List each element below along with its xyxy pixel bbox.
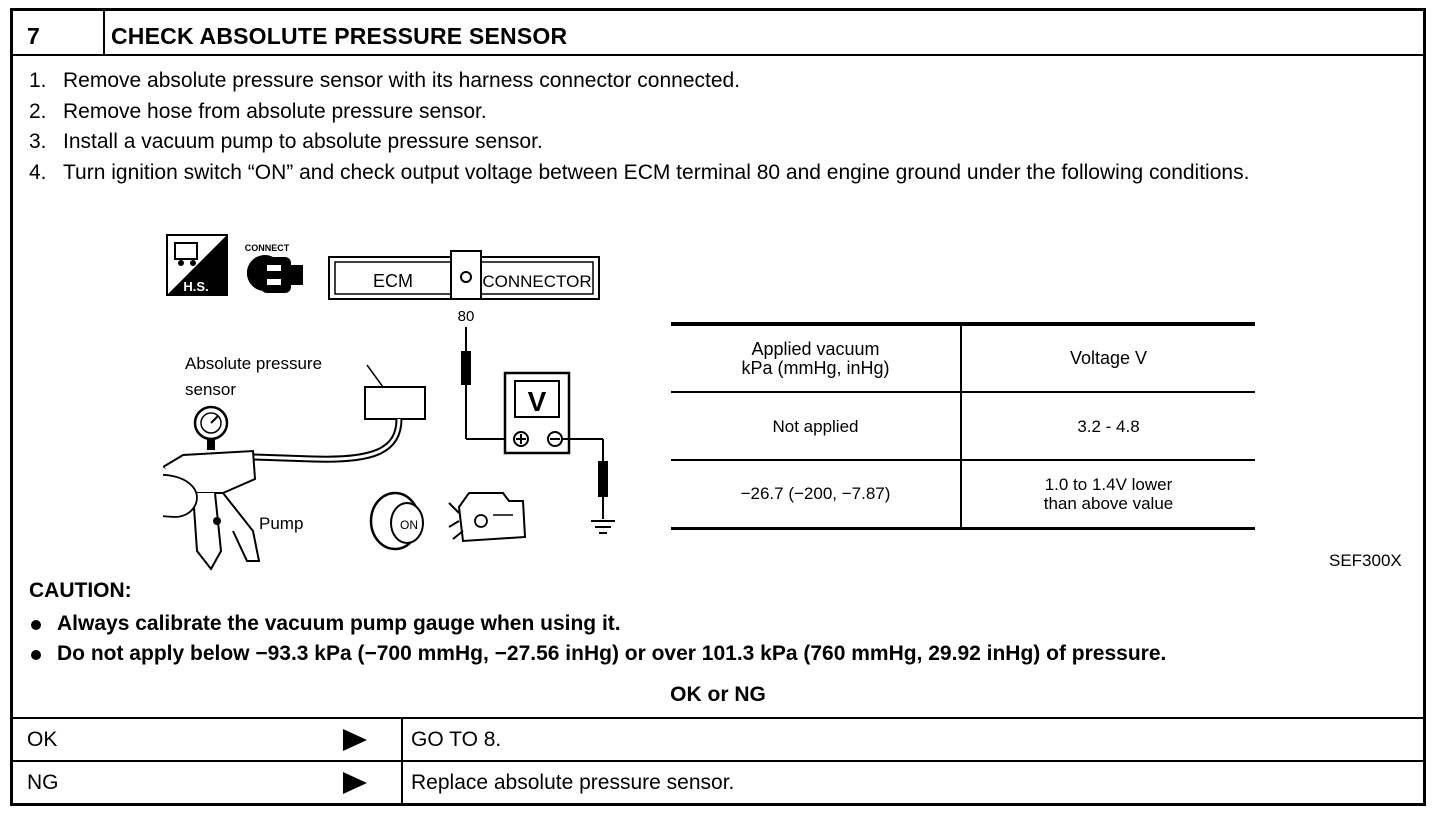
connector-label: CONNECTOR — [482, 272, 591, 291]
voltage-table: Applied vacuum kPa (mmHg, inHg) Voltage … — [671, 322, 1255, 530]
header-divider — [13, 11, 1423, 56]
hs-icon: H.S. — [166, 234, 228, 296]
vacuum-hose-inner — [252, 418, 401, 461]
header-applied-vacuum: Applied vacuum kPa (mmHg, inHg) — [671, 322, 962, 393]
instruction-number: 4. — [29, 160, 47, 184]
instruction-text: Install a vacuum pump to absolute pressu… — [63, 130, 543, 153]
voltage-table-header: Applied vacuum kPa (mmHg, inHg) Voltage … — [671, 322, 1255, 393]
caution-item: Always calibrate the vacuum pump gauge w… — [29, 609, 1166, 639]
ground-probe — [562, 438, 608, 519]
arrow-right-icon — [343, 772, 367, 794]
result-code: OK — [27, 728, 58, 751]
wiring-diagram: H.S. CONNECT ECM CONNECTOR 80 — [163, 234, 615, 571]
result-row-ok: OK GO TO 8. — [13, 719, 1423, 762]
arrow-right-icon — [343, 729, 367, 751]
result-action: GO TO 8. — [411, 728, 502, 751]
instruction-item: 4. Turn ignition switch “ON” and check ou… — [29, 158, 1419, 189]
step-title: CHECK ABSOLUTE PRESSURE SENSOR — [111, 23, 568, 49]
figure-code: SEF300X — [1329, 551, 1402, 570]
voltage-line1: 3.2 - 4.8 — [1077, 416, 1140, 436]
table-row: −26.7 (−200, −7.87) 1.0 to 1.4V lower th… — [671, 460, 1255, 530]
instruction-text: Turn ignition switch “ON” and check outp… — [63, 160, 1250, 184]
vacuum-cell: Not applied — [671, 392, 962, 461]
sensor-label-line2: sensor — [185, 380, 236, 399]
result-mid-divider — [13, 760, 1423, 762]
connect-label: CONNECT — [245, 243, 290, 253]
instruction-item: 3. Install a vacuum pump to absolute pres… — [29, 127, 1419, 158]
table-row: Not applied 3.2 - 4.8 — [671, 392, 1255, 461]
header-column-divider — [103, 11, 105, 56]
result-code: NG — [27, 771, 59, 794]
header-vacuum-line1: Applied vacuum — [751, 338, 880, 359]
pressure-sensor-icon — [364, 386, 426, 420]
key-label: ON — [400, 518, 418, 532]
caution-item: Do not apply below −93.3 kPa (−700 mmHg,… — [29, 639, 1166, 669]
caution-text: Do not apply below −93.3 kPa (−700 mmHg,… — [57, 642, 1167, 665]
instruction-list: 1. Remove absolute pressure sensor with i… — [29, 66, 1419, 188]
connect-icon: CONNECT — [245, 243, 303, 293]
pump-label: Pump — [259, 514, 303, 533]
instruction-text: Remove hose from absolute pressure senso… — [63, 99, 487, 123]
instruction-number: 3. — [29, 130, 47, 153]
sensor-label-line1: Absolute pressure — [185, 354, 322, 373]
vacuum-cell: −26.7 (−200, −7.87) — [671, 460, 962, 530]
result-column-divider — [401, 717, 403, 805]
ignition-key-icon: ON — [369, 491, 424, 551]
ground-icon — [591, 520, 615, 534]
hs-label: H.S. — [183, 279, 208, 294]
header-voltage: Voltage V — [961, 322, 1255, 393]
caution-list: Always calibrate the vacuum pump gauge w… — [29, 609, 1166, 669]
ecm-label: ECM — [373, 271, 413, 291]
instruction-item: 1. Remove absolute pressure sensor with i… — [29, 66, 1419, 97]
meter-label: V — [528, 386, 547, 417]
instruction-text: Remove absolute pressure sensor with its… — [63, 69, 741, 92]
terminal-label: 80 — [458, 308, 475, 325]
procedure-frame: 7 CHECK ABSOLUTE PRESSURE SENSOR 1. Remov… — [10, 8, 1426, 806]
caution-title: CAUTION: — [29, 579, 132, 602]
result-top-divider — [13, 717, 1423, 719]
voltage-cell: 1.0 to 1.4V lower than above value — [961, 460, 1255, 530]
engine-icon — [448, 492, 527, 543]
vacuum-pump-icon — [163, 405, 261, 571]
header-vacuum-line2: kPa (mmHg, inHg) — [741, 357, 890, 378]
voltage-line2: than above value — [1043, 493, 1174, 513]
instruction-item: 2. Remove hose from absolute pressure sen… — [29, 97, 1419, 128]
result-label: OK or NG — [670, 683, 766, 706]
voltage-line1: 1.0 to 1.4V lower — [1044, 474, 1173, 494]
instruction-number: 2. — [29, 99, 47, 123]
caution-text: Always calibrate the vacuum pump gauge w… — [57, 612, 621, 635]
result-row-ng: NG Replace absolute pressure sensor. — [13, 762, 1423, 805]
result-action: Replace absolute pressure sensor. — [411, 771, 735, 794]
bullet-icon — [31, 650, 41, 660]
sensor-leader-line — [366, 364, 384, 388]
voltmeter-icon: V — [503, 371, 571, 455]
voltage-cell: 3.2 - 4.8 — [961, 392, 1255, 461]
instruction-number: 1. — [29, 69, 47, 92]
step-number: 7 — [27, 23, 40, 49]
ecm-connector: ECM CONNECTOR — [328, 250, 600, 300]
bullet-icon — [31, 620, 41, 630]
